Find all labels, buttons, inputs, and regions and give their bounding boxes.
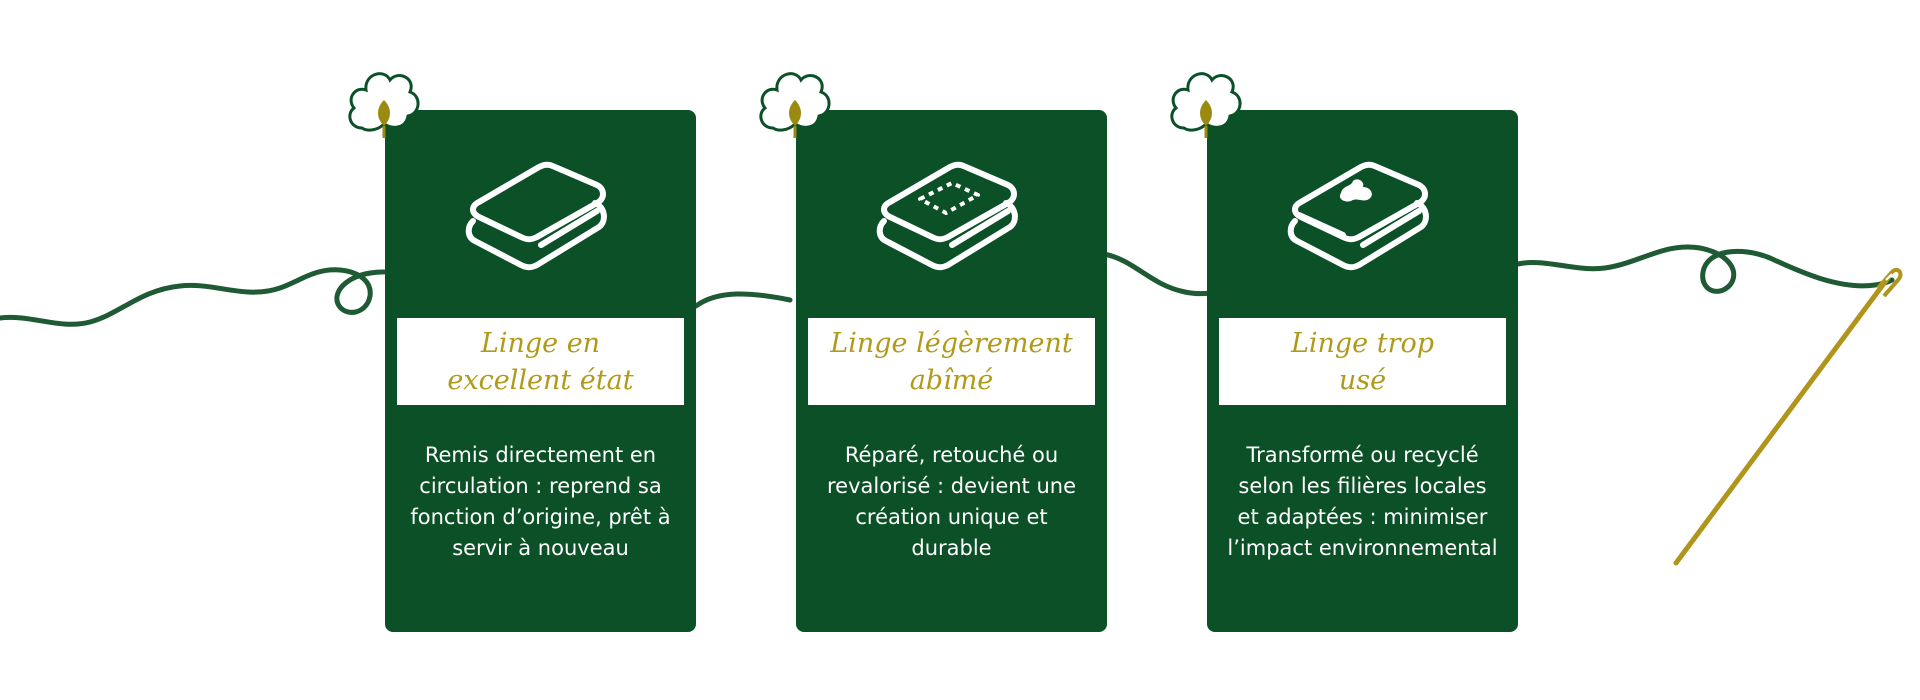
cotton-flower-icon <box>1170 72 1242 138</box>
thread-segment-left <box>0 267 387 327</box>
card-title-box: Linge en excellent état <box>397 318 684 405</box>
card-title: Linge en excellent état <box>447 327 634 396</box>
card-description: Réparé, retouché ou revalorisé : devient… <box>826 443 1077 560</box>
folded-linen-patch-icon <box>876 161 1018 271</box>
cotton-flower-icon <box>759 72 831 138</box>
card-description: Transformé ou recyclé selon les filières… <box>1227 443 1498 560</box>
card-excellent-condition: Linge en excellent état Remis directemen… <box>385 110 696 632</box>
card-slightly-damaged: Linge légèrement abîmé Réparé, retouché … <box>796 110 1107 632</box>
card-title: Linge légèrement abîmé <box>830 327 1073 396</box>
folded-linen-icon <box>465 161 607 271</box>
thread-segment-right <box>1515 244 1895 294</box>
card-too-worn: Linge trop usé Transformé ou recyclé sel… <box>1207 110 1518 632</box>
folded-linen-stain-icon <box>1287 161 1429 271</box>
needle-icon <box>1673 267 1903 566</box>
thread-segment-middle-right <box>1101 251 1213 297</box>
card-description: Remis directement en circulation : repre… <box>410 443 671 560</box>
card-title-box: Linge trop usé <box>1219 318 1506 405</box>
cotton-flower-icon <box>348 72 420 138</box>
card-title-box: Linge légèrement abîmé <box>808 318 1095 405</box>
card-title: Linge trop usé <box>1290 327 1435 396</box>
thread-segment-middle-left <box>693 291 793 309</box>
